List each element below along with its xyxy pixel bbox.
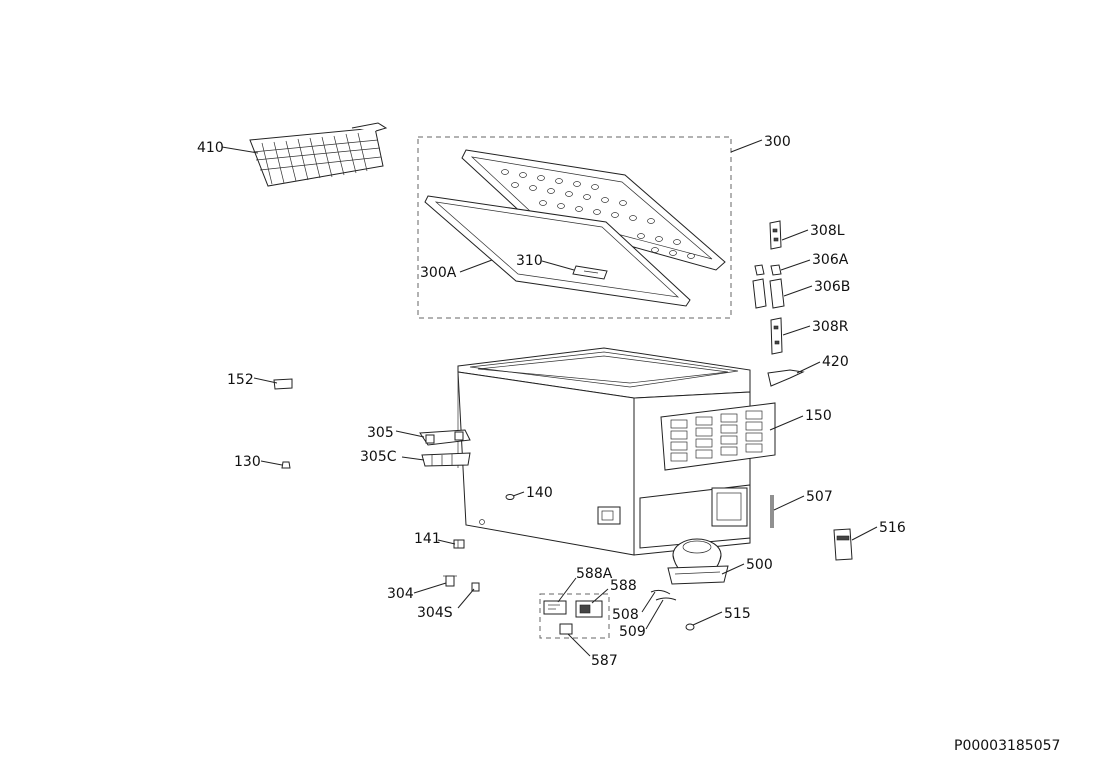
label-588A: 588A xyxy=(576,566,613,582)
leader-300 xyxy=(730,139,763,153)
leader-420 xyxy=(796,361,821,374)
label-509: 509 xyxy=(619,624,646,640)
leader-304 xyxy=(413,582,447,594)
leader-516 xyxy=(851,526,878,541)
label-141: 141 xyxy=(414,531,441,547)
label-130: 130 xyxy=(234,454,261,470)
label-507: 507 xyxy=(806,489,833,505)
leader-305C xyxy=(401,456,425,461)
leader-308R xyxy=(782,325,811,336)
leader-306A xyxy=(780,259,811,271)
label-508: 508 xyxy=(612,607,639,623)
label-500: 500 xyxy=(746,557,773,573)
part-508 xyxy=(650,589,677,601)
leader-152 xyxy=(253,377,278,384)
leader-587 xyxy=(567,633,591,657)
label-308L: 308L xyxy=(810,223,845,239)
part-515 xyxy=(685,623,695,631)
compressor-part xyxy=(667,538,729,585)
electrical-group-box xyxy=(539,593,610,639)
hinge-right-part xyxy=(770,317,783,355)
leader-515 xyxy=(692,611,723,626)
label-308R: 308R xyxy=(812,319,849,335)
label-587: 587 xyxy=(591,653,618,669)
leader-141 xyxy=(437,539,456,545)
lid-gasket-part xyxy=(424,195,691,307)
label-306A: 306A xyxy=(812,252,849,268)
leader-300A xyxy=(459,259,493,273)
handle-part-305C xyxy=(421,452,471,467)
part-588 xyxy=(575,600,603,618)
part-304 xyxy=(443,575,457,587)
label-310: 310 xyxy=(516,253,543,269)
label-306B: 306B xyxy=(814,279,850,295)
leader-140 xyxy=(512,491,525,497)
part-130 xyxy=(281,461,291,469)
label-516: 516 xyxy=(879,520,906,536)
hinge-cover-b-part xyxy=(752,278,785,309)
leader-304S xyxy=(457,588,475,609)
part-587 xyxy=(559,623,573,635)
leader-410 xyxy=(221,146,259,154)
label-300: 300 xyxy=(764,134,791,150)
part-588A xyxy=(543,600,567,615)
part-507 xyxy=(770,495,774,528)
part-152 xyxy=(273,378,293,390)
leader-308L xyxy=(781,229,809,241)
leader-306B xyxy=(783,285,813,297)
label-410: 410 xyxy=(197,140,224,156)
label-420: 420 xyxy=(822,354,849,370)
label-300A: 300A xyxy=(420,265,457,281)
leader-500 xyxy=(721,563,745,575)
part-516 xyxy=(833,528,853,561)
part-140 xyxy=(505,494,515,500)
lid-assembly-group-box xyxy=(417,136,732,319)
leader-588 xyxy=(591,588,609,604)
leader-509 xyxy=(645,599,664,630)
leader-508 xyxy=(641,591,656,613)
label-588: 588 xyxy=(610,578,637,594)
leader-310 xyxy=(541,260,575,271)
hinge-left-part xyxy=(769,220,782,250)
label-305C: 305C xyxy=(360,449,397,465)
leader-130 xyxy=(260,460,283,466)
leader-507 xyxy=(773,495,805,511)
hinge-cover-a-part xyxy=(754,264,782,276)
diagram-reference-code: P00003185057 xyxy=(954,738,1060,754)
label-304: 304 xyxy=(387,586,414,602)
label-305: 305 xyxy=(367,425,394,441)
label-140: 140 xyxy=(526,485,553,501)
ice-scraper-part xyxy=(767,369,805,387)
label-304S: 304S xyxy=(417,605,453,621)
wire-basket-part xyxy=(249,122,388,187)
leader-588A xyxy=(557,577,577,603)
part-304S xyxy=(471,582,480,592)
label-515: 515 xyxy=(724,606,751,622)
lid-lock-part xyxy=(572,265,608,280)
leader-305 xyxy=(395,430,425,438)
label-152: 152 xyxy=(227,372,254,388)
label-150: 150 xyxy=(805,408,832,424)
leader-150 xyxy=(769,415,804,431)
handle-part-305 xyxy=(419,429,471,446)
part-141 xyxy=(453,539,465,549)
back-grille-part xyxy=(660,402,776,471)
